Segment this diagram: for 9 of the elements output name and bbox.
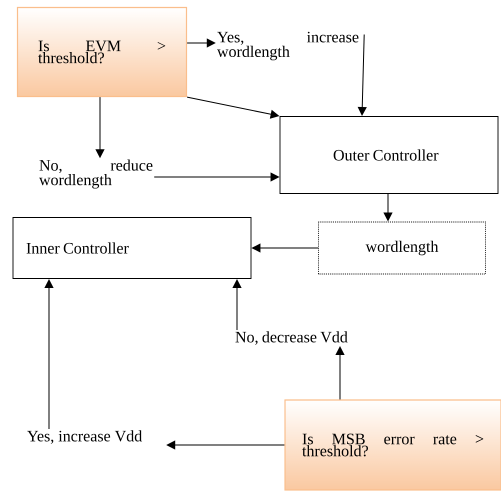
controller-box: Outer Controller [280,116,498,194]
signal-box: wordlength [318,222,486,274]
branch-label: Yes, increase Vdd [27,430,142,444]
branch-label: No, reduce wordlength [39,159,152,189]
branch-label: Yes, increase wordlength [217,32,358,60]
controller-box: Inner Controller [12,217,252,279]
decision-box: Is MSB error rate > threshold? [284,399,501,491]
decision-box: Is EVM > threshold? [16,6,188,98]
branch-label: No, decrease Vdd [235,331,348,345]
